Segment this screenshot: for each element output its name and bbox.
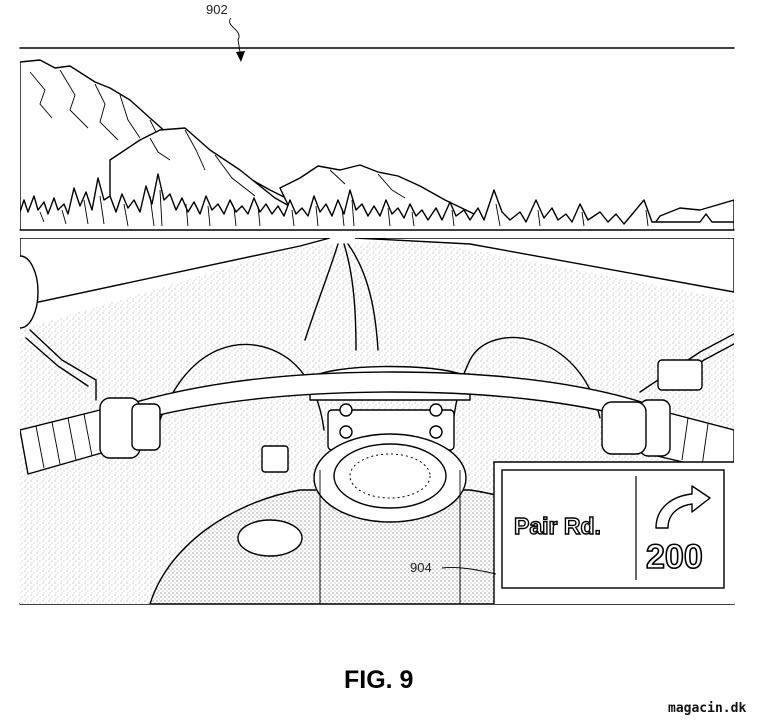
right-switch-box <box>658 360 702 390</box>
hud-distance: 200 <box>646 538 703 576</box>
leader-arrowhead-902 <box>236 51 245 62</box>
hud-street-name: Pair Rd. <box>514 513 601 539</box>
road-scene-panel: Pair Rd. 200 <box>2 238 734 604</box>
fuel-cap <box>238 520 302 556</box>
reference-numeral-904: 904 <box>410 560 432 575</box>
figure-caption: FIG. 9 <box>344 666 413 694</box>
landscape-panel <box>20 48 734 230</box>
fork-bolt-left <box>262 446 288 472</box>
hud-navigation-display: Pair Rd. 200 <box>494 462 734 604</box>
reference-numeral-902: 902 <box>206 2 228 17</box>
watermark: magacin.dk <box>668 701 746 716</box>
